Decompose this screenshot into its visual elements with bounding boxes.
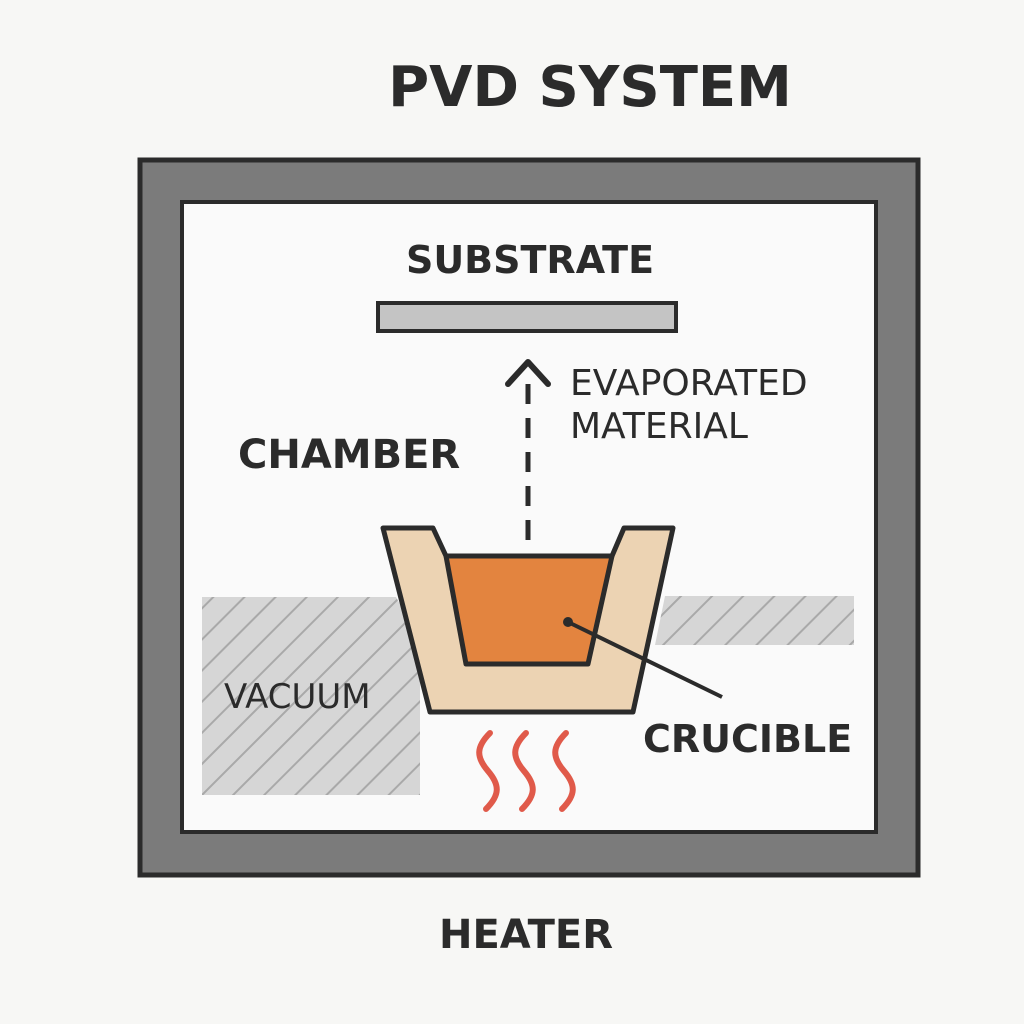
crucible xyxy=(380,525,676,715)
diagram-title: PVD SYSTEM xyxy=(388,55,792,120)
crucible-pointer-line xyxy=(567,620,723,699)
vacuum-region-left xyxy=(202,597,420,795)
heater-label: HEATER xyxy=(439,912,613,958)
dashed-up-arrow-icon xyxy=(505,359,551,540)
evaporated-material-label-line2: MATERIAL xyxy=(570,406,748,447)
crucible-pointer-dot xyxy=(563,617,573,627)
chamber-label: CHAMBER xyxy=(238,432,460,478)
molten-material xyxy=(443,553,615,667)
substrate xyxy=(376,301,678,333)
vacuum-region-right xyxy=(655,596,854,645)
evaporated-material-label-line1: EVAPORATED xyxy=(570,363,808,404)
vacuum-label: VACUUM xyxy=(224,677,371,717)
heat-waves-icon xyxy=(476,730,576,812)
substrate-label: SUBSTRATE xyxy=(406,238,654,282)
vacuum-region xyxy=(202,596,854,795)
crucible-label: CRUCIBLE xyxy=(643,717,852,761)
